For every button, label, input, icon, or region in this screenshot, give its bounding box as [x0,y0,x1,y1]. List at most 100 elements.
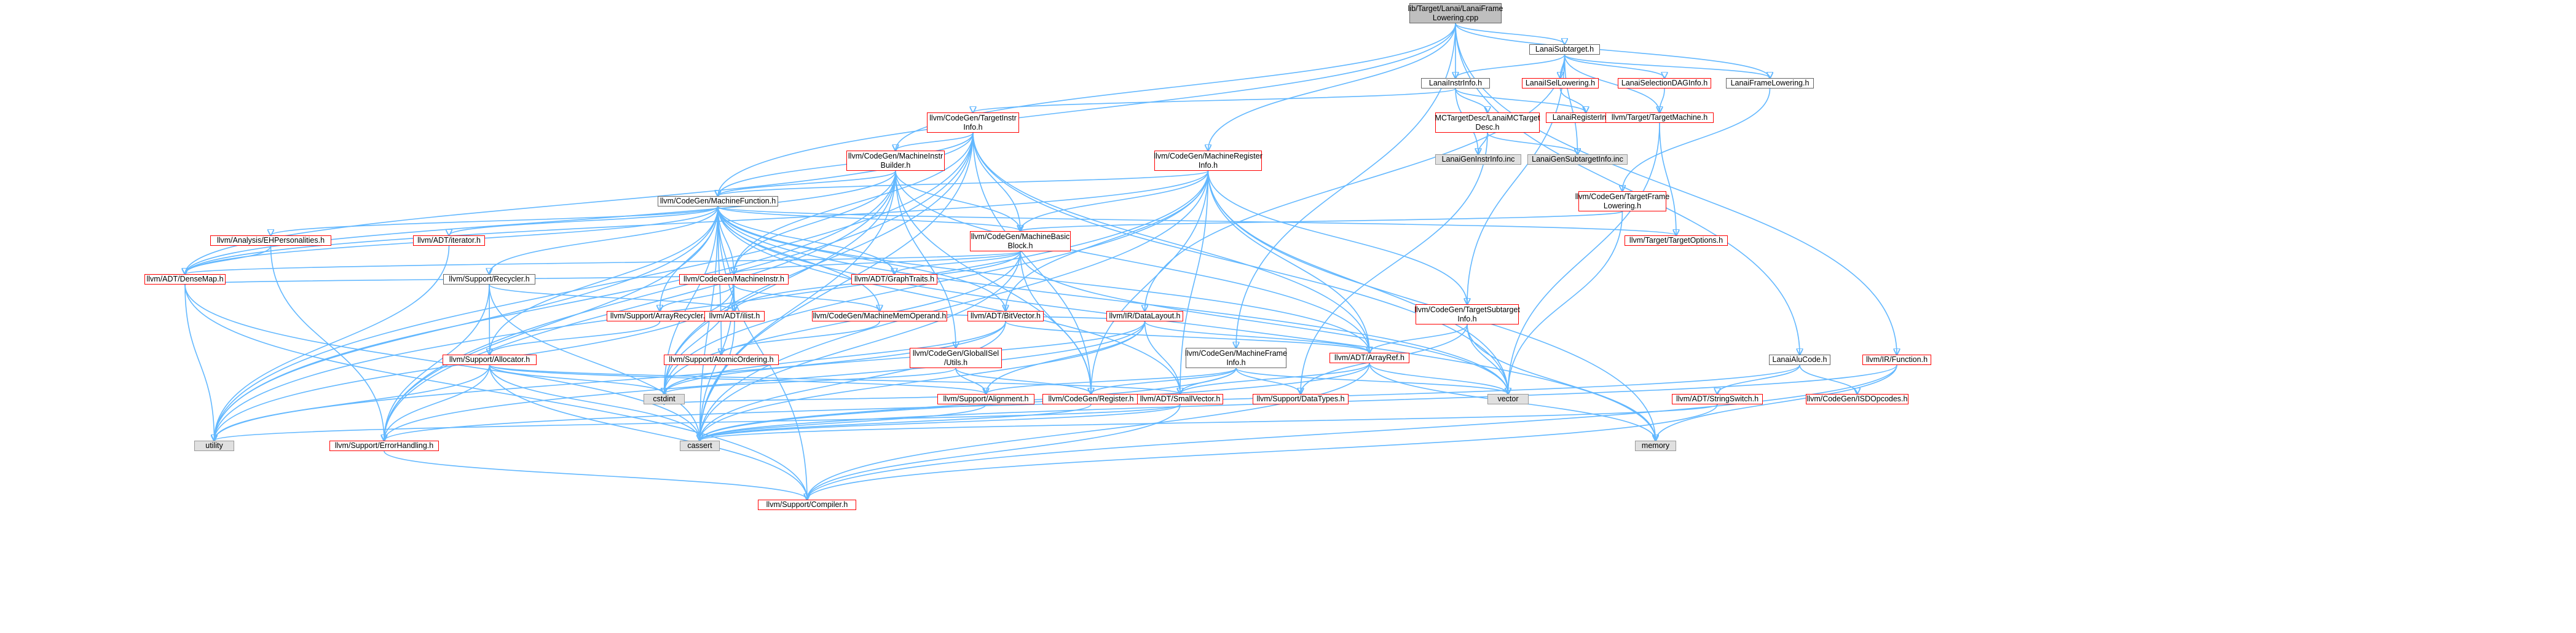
node-lanai-frame-lowering-h[interactable]: LanaiFrameLowering.h [1726,78,1814,88]
edge-targetinstrinfo-to-mibuilder [896,132,974,151]
edge-machinebasicblock-to-cassert [700,251,1021,441]
edge-mregisterinfo-to-arrayref [1207,170,1370,353]
node-target-machine-h[interactable]: llvm/Target/TargetMachine.h [1605,112,1714,123]
edge-mctargetdesc-to-lanaigensubtarget [1487,132,1578,154]
edge-targetinstrinfo-to-arrayref [972,132,1369,353]
node-recycler-h[interactable]: llvm/Support/Recycler.h [443,274,535,285]
edge-mframeinfo-to-datatypes [1235,368,1301,394]
edge-targetinstrinfo-to-machinefunction [718,132,974,196]
edge-arrayref-to-vector [1369,363,1508,394]
node-utility: utility [194,441,234,451]
node-vector: vector [1487,394,1529,404]
edge-tsubtargetinfo-to-vector [1467,324,1508,394]
node-lanai-isel-lowering-h[interactable]: LanaiISelLowering.h [1522,78,1599,88]
node-machine-instr-builder-h[interactable]: llvm/CodeGen/MachineInstr Builder.h [846,151,945,171]
edge-lanaisubtarget-to-lanaigensubtarget [1564,54,1578,154]
node-machine-mem-operand-h[interactable]: llvm/CodeGen/MachineMemOperand.h [812,311,947,321]
node-lanai-alu-code-h[interactable]: LanaiAluCode.h [1769,355,1830,365]
node-ir-function-h[interactable]: llvm/IR/Function.h [1862,355,1931,365]
edge-recycler-to-allocator [489,284,490,355]
edge-densemap-to-utility [184,284,215,441]
edge-lanaisellowering-to-lanairegisterinfo [1559,88,1586,112]
edge-lanaiinstrinfo-to-targetinstrinfo [973,88,1456,112]
node-machine-instr-h[interactable]: llvm/CodeGen/MachineInstr.h [679,274,789,285]
node-lanai-gen-subtarget-info-inc: LanaiGenSubtargetInfo.inc [1527,154,1628,165]
edge-machinebasicblock-to-machineinstr [734,251,1021,274]
edge-smallvector-to-compiler [807,404,1181,500]
edge-arrayref-to-compiler [807,363,1370,500]
node-alignment-h[interactable]: llvm/Support/Alignment.h [937,394,1034,404]
edge-lanaialucode-to-stringswitch [1717,364,1800,394]
node-target-instr-info-h[interactable]: llvm/CodeGen/TargetInstr Info.h [927,112,1019,133]
edge-targetinstrinfo-to-cassert [700,132,974,441]
node-lanai-selection-dag-info-h[interactable]: LanaiSelectionDAGInfo.h [1618,78,1711,88]
node-array-ref-h[interactable]: llvm/ADT/ArrayRef.h [1329,353,1409,363]
edge-lanaisubtarget-to-targetmachine [1564,54,1660,112]
node-graph-traits-h[interactable]: llvm/ADT/GraphTraits.h [851,274,937,285]
node-allocator-h[interactable]: llvm/Support/Allocator.h [443,355,537,365]
node-lanai-frame-lowering-cpp: lib/Target/Lanai/LanaiFrame Lowering.cpp [1408,3,1503,23]
edge-targetinstrinfo-to-errorhandling [384,132,974,441]
edge-datalayout-to-smallvector [1144,321,1181,394]
edge-targetmachine-to-vector [1508,122,1660,394]
edge-machinefunction-to-vector [717,206,1508,394]
node-dense-map-h[interactable]: llvm/ADT/DenseMap.h [144,274,226,285]
edge-bitvector-to-cstdint [664,321,1006,394]
node-small-vector-h[interactable]: llvm/ADT/SmallVector.h [1137,394,1223,404]
edge-targetinstrinfo-to-cgregister [972,132,1091,394]
node-machine-function-h[interactable]: llvm/CodeGen/MachineFunction.h [658,196,778,206]
node-cassert: cassert [680,441,720,451]
node-target-options-h[interactable]: llvm/Target/TargetOptions.h [1625,235,1728,246]
node-data-types-h[interactable]: llvm/Support/DataTypes.h [1253,394,1349,404]
node-string-switch-h[interactable]: llvm/ADT/StringSwitch.h [1672,394,1763,404]
edge-allocator-to-utility [215,364,490,441]
edge-lanaisubtarget-to-tsubtargetinfo [1467,54,1566,304]
edge-mibuilder-to-machinebasicblock [895,170,1020,231]
edge-allocator-to-cstdint [489,364,664,394]
edge-machinefunction-to-cassert [700,206,719,441]
node-machine-basic-block-h[interactable]: llvm/CodeGen/MachineBasic Block.h [970,231,1071,251]
edge-machineinstr-to-arrayrecycler [660,284,735,311]
edge-mregisterinfo-to-cassert [700,170,1209,441]
edge-ehpersonalities-to-errorhandling [270,245,385,441]
node-data-layout-h[interactable]: llvm/IR/DataLayout.h [1106,311,1183,321]
edge-irfunction-to-compiler [807,364,1897,500]
node-global-isel-utils-h[interactable]: llvm/CodeGen/GlobalISel /Utils.h [910,348,1002,368]
node-bit-vector-h[interactable]: llvm/ADT/BitVector.h [967,311,1044,321]
edge-root-to-lanaisubtarget [1455,23,1565,44]
edge-machinefunction-to-utility [215,206,719,441]
node-lanai-mc-target-desc-h[interactable]: MCTargetDesc/LanaiMCTarget Desc.h [1435,112,1540,133]
edge-machineinstr-to-memoperand [733,284,880,311]
node-memory: memory [1635,441,1676,451]
node-eh-personalities-h[interactable]: llvm/Analysis/EHPersonalities.h [210,235,331,246]
edge-machinefunction-to-allocator [490,206,719,355]
edge-allocator-to-compiler [489,364,808,500]
edge-lanaiinstrinfo-to-mctargetdesc [1455,88,1487,112]
edge-globalisel-to-cstdint [664,368,956,394]
edge-datalayout-to-errorhandling [384,321,1146,441]
edge-root-to-irfunction [1455,23,1897,355]
edge-ehpersonalities-to-densemap [185,245,272,274]
node-iterator-h[interactable]: llvm/ADT/iterator.h [413,235,485,246]
node-machine-frame-info-h[interactable]: llvm/CodeGen/MachineFrame Info.h [1185,348,1287,368]
node-lanai-subtarget-h[interactable]: LanaiSubtarget.h [1529,44,1600,55]
node-error-handling-h[interactable]: llvm/Support/ErrorHandling.h [329,441,439,451]
node-lanai-instr-info-h[interactable]: LanaiInstrInfo.h [1421,78,1490,88]
edge-machinefunction-to-smallvector [717,206,1180,394]
edge-machinebasicblock-to-cgregister [1020,251,1091,394]
node-isd-opcodes-h[interactable]: llvm/CodeGen/ISDOpcodes.h [1806,394,1908,404]
edge-machinebasicblock-to-cstdint [664,251,1021,394]
node-target-frame-lowering-h[interactable]: llvm/CodeGen/TargetFrame Lowering.h [1575,191,1669,211]
edge-lanaiinstrinfo-to-lanairegisterinfo [1455,88,1586,112]
node-ilist-h[interactable]: llvm/ADT/ilist.h [704,311,765,321]
edge-smallvector-to-cassert [700,404,1181,441]
node-machine-register-info-h[interactable]: llvm/CodeGen/MachineRegister Info.h [1154,151,1262,171]
node-target-subtarget-info-h[interactable]: llvm/CodeGen/TargetSubtarget Info.h [1414,304,1520,324]
edge-mregisterinfo-to-tsubtargetinfo [1207,170,1468,304]
node-compiler-h[interactable]: llvm/Support/Compiler.h [758,500,856,510]
node-atomic-ordering-h[interactable]: llvm/Support/AtomicOrdering.h [664,355,779,365]
node-array-recycler-h[interactable]: llvm/Support/ArrayRecycler.h [607,311,713,321]
node-codegen-register-h[interactable]: llvm/CodeGen/Register.h [1042,394,1140,404]
edge-lanaisubtarget-to-lanaiinstrinfo [1455,54,1566,78]
